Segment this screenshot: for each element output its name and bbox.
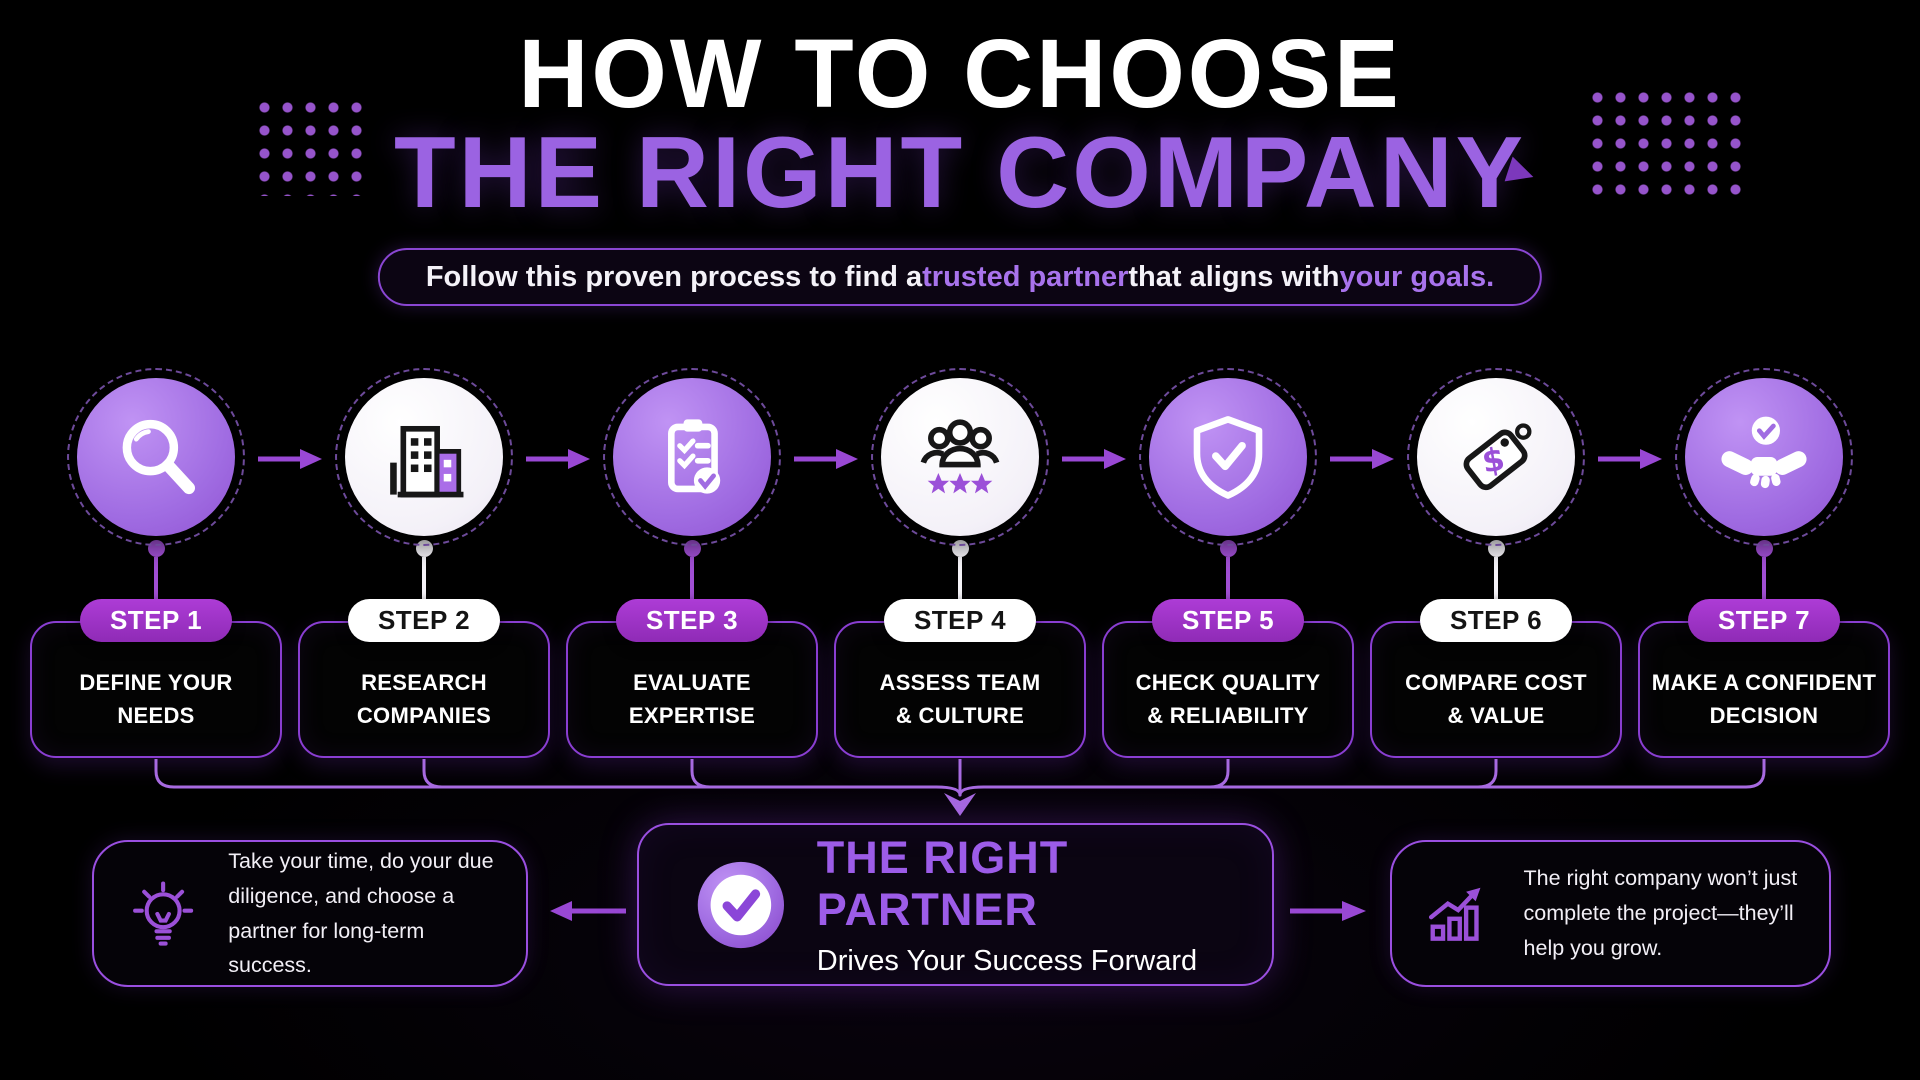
step-title: MAKE A CONFIDENT DECISION xyxy=(1651,669,1877,728)
subtitle-text: Follow this proven process to find a xyxy=(425,260,923,293)
dashed-ring xyxy=(603,368,781,546)
step-badge: STEP 5 xyxy=(1152,599,1304,642)
dashed-ring xyxy=(1139,368,1317,546)
step-badge: STEP 6 xyxy=(1420,599,1572,642)
step-column-3: STEP 3 EVALUATE EXPERTISE xyxy=(565,368,819,758)
right-arrow-icon xyxy=(1062,449,1126,469)
conclusion-subtitle: Drives Your Success Forward xyxy=(816,944,1198,977)
step-badge: STEP 2 xyxy=(348,599,500,642)
conclusion-text-group: THE RIGHT PARTNER Drives Your Success Fo… xyxy=(817,832,1272,978)
step-circle xyxy=(335,368,513,546)
growth-box: The right company won’t just complete th… xyxy=(1390,840,1831,987)
step-circle xyxy=(1675,368,1853,546)
step-column-7: STEP 7 MAKE A CONFIDENT DECISION xyxy=(1637,368,1891,758)
check-circle-icon xyxy=(697,861,785,948)
step-badge: STEP 7 xyxy=(1688,599,1840,642)
step-title: RESEARCH COMPANIES xyxy=(356,669,492,728)
step-circle: $ xyxy=(1407,368,1585,546)
step-box: CHECK QUALITY & RELIABILITY xyxy=(1102,621,1354,758)
step-box: DEFINE YOUR NEEDS xyxy=(30,621,282,758)
page-title-line1: HOW TO CHOOSE xyxy=(518,19,1402,128)
step-badge: STEP 3 xyxy=(616,599,768,642)
step-column-1: STEP 1 DEFINE YOUR NEEDS xyxy=(29,368,283,758)
dashed-ring xyxy=(67,368,245,546)
step-circle xyxy=(67,368,245,546)
lightbulb-icon xyxy=(133,881,194,946)
process-row: STEP 1 DEFINE YOUR NEEDS STEP 2 RESEARC xyxy=(0,368,1920,758)
left-arrow-icon xyxy=(550,901,626,921)
right-arrow-icon xyxy=(1330,449,1394,469)
step-box: COMPARE COST & VALUE xyxy=(1370,621,1622,758)
step-title: COMPARE COST & VALUE xyxy=(1405,669,1587,728)
step-title: EVALUATE EXPERTISE xyxy=(628,669,756,728)
growth-text: The right company won’t just complete th… xyxy=(1523,866,1798,960)
step-circle xyxy=(1139,368,1317,546)
step-box: EVALUATE EXPERTISE xyxy=(566,621,818,758)
step-column-4: STEP 4 ASSESS TEAM & CULTURE xyxy=(833,368,1087,758)
step-circle xyxy=(871,368,1049,546)
subtitle-text: that aligns with xyxy=(1128,260,1340,293)
down-arrow-icon xyxy=(944,793,976,816)
subtitle-highlight: trusted partner xyxy=(922,260,1129,293)
conclusion-box: THE RIGHT PARTNER Drives Your Success Fo… xyxy=(637,823,1274,986)
step-badge: STEP 4 xyxy=(884,599,1036,642)
dashed-ring xyxy=(871,368,1049,546)
step-title: ASSESS TEAM & CULTURE xyxy=(879,669,1041,728)
dashed-ring xyxy=(1675,368,1853,546)
connector-bus xyxy=(154,759,1766,816)
dashed-ring xyxy=(1407,368,1585,546)
dashed-ring xyxy=(335,368,513,546)
page-title-line2: THE RIGHT COMPANY xyxy=(393,117,1527,229)
subtitle-highlight: your goals. xyxy=(1339,260,1495,293)
step-title: DEFINE YOUR NEEDS xyxy=(79,669,233,728)
step-title: CHECK QUALITY & RELIABILITY xyxy=(1135,669,1321,728)
step-box: ASSESS TEAM & CULTURE xyxy=(834,621,1086,758)
step-badge: STEP 1 xyxy=(80,599,232,642)
step-column-5: STEP 5 CHECK QUALITY & RELIABILITY xyxy=(1101,368,1355,758)
step-column-2: STEP 2 RESEARCH COMPANIES xyxy=(297,368,551,758)
right-arrow-icon xyxy=(1290,901,1366,921)
step-box: RESEARCH COMPANIES xyxy=(298,621,550,758)
dot-grid-decoration xyxy=(1586,86,1741,204)
tip-box: Take your time, do your due diligence, a… xyxy=(92,840,528,987)
right-arrow-icon xyxy=(526,449,590,469)
right-arrow-icon xyxy=(258,449,322,469)
dot-grid-decoration xyxy=(253,96,371,196)
subtitle-banner: Follow this proven process to find a tru… xyxy=(377,248,1543,306)
right-arrow-icon xyxy=(794,449,858,469)
step-column-6: $ STEP 6 COMPARE COST & VALUE xyxy=(1369,368,1623,758)
right-arrow-icon xyxy=(1598,449,1662,469)
growth-chart-icon xyxy=(1428,887,1481,941)
conclusion-title: THE RIGHT PARTNER xyxy=(816,831,1069,935)
tip-text: Take your time, do your due diligence, a… xyxy=(228,848,494,978)
step-circle xyxy=(603,368,781,546)
step-box: MAKE A CONFIDENT DECISION xyxy=(1638,621,1890,758)
